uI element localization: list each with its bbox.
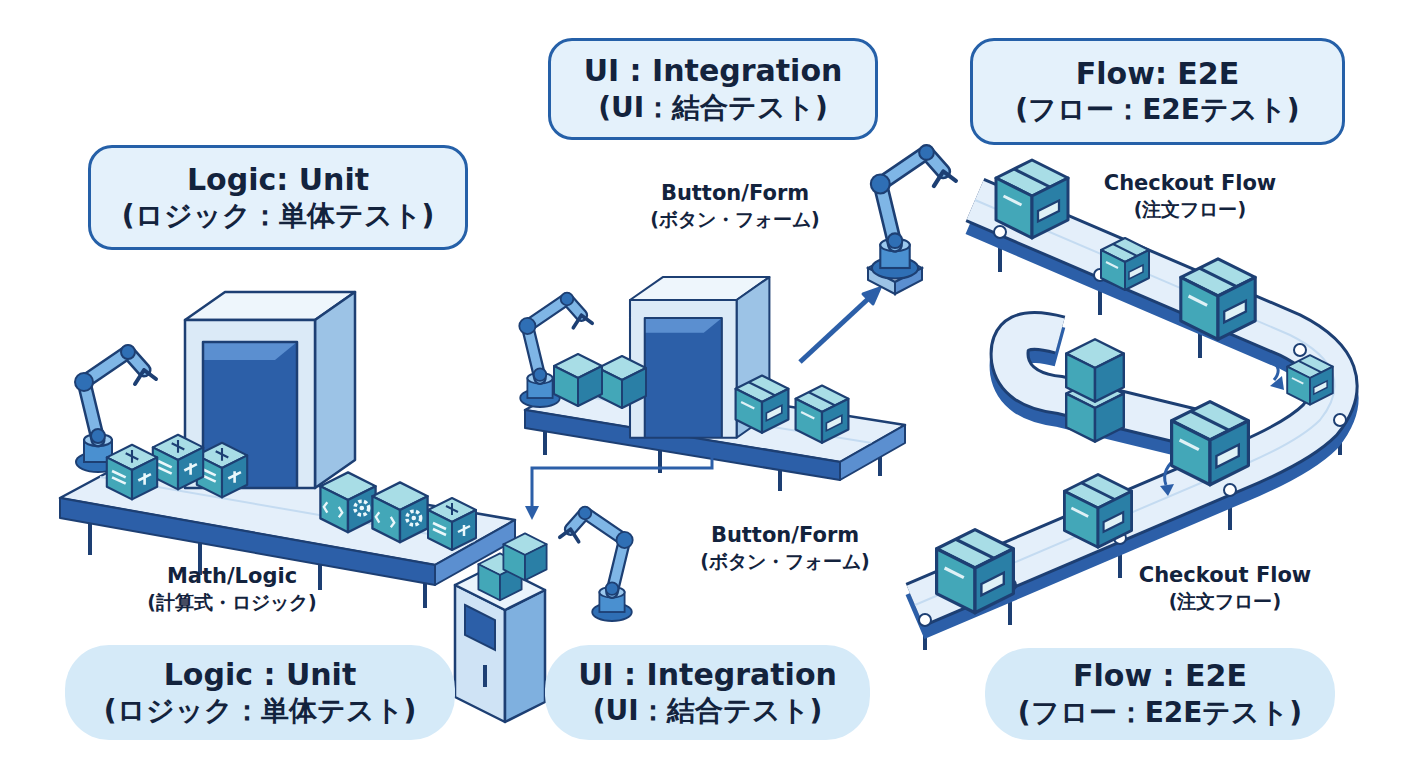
test-level-box: UI : Integration(UI：結合テスト) [545,645,870,740]
station-label: (計算式・ロジック) [82,590,382,614]
flow-arrow [800,288,880,362]
station-label: Button/Form [635,522,935,548]
math-cube [107,445,157,500]
box-subtitle: (フロー：E2Eテスト) [1018,695,1302,730]
form-box [736,376,789,433]
order-box [1287,355,1333,404]
box-subtitle: (UI：結合テスト) [598,90,828,125]
order-box [1066,339,1124,401]
station-label: (ボタン・フォーム) [635,549,935,573]
box-heading: Flow: E2E [1076,56,1239,93]
box-subtitle: (ロジック：単体テスト) [104,693,417,728]
test-level-box: Logic : Unit(ロジック：単体テスト) [65,645,455,740]
logic-cube [372,482,427,542]
station-label: Math/Logic [82,563,382,589]
station-label: Checkout Flow [1040,170,1340,196]
math-cube [197,443,247,498]
math-cube [153,435,203,490]
logic-cube [428,498,476,550]
robot-arm [871,145,956,278]
order-box [1181,259,1255,340]
box-subtitle: (フロー：E2Eテスト) [1015,92,1299,127]
robot-arm [560,507,633,621]
box-heading: Logic : Unit [164,657,357,694]
form-box [796,386,849,443]
station-label: (ボタン・フォーム) [585,207,885,231]
box-heading: Flow : E2E [1073,658,1247,695]
box-heading: UI : Integration [578,657,837,694]
order-box [1172,402,1249,485]
box-subtitle: (ロジック：単体テスト) [122,198,435,233]
branch-arrow [525,448,712,520]
order-box [996,160,1068,238]
test-level-box: Flow: E2E(フロー：E2Eテスト) [970,38,1345,145]
logic-cube [320,472,375,532]
test-level-box: UI : Integration(UI：結合テスト) [548,38,878,140]
box-heading: UI : Integration [584,53,843,90]
box-subtitle: (UI：結合テスト) [593,693,823,728]
station-label: Button/Form [585,180,885,206]
test-level-box: Flow : E2E(フロー：E2Eテスト) [985,648,1335,740]
station-label: Checkout Flow [1075,562,1375,588]
test-level-box: Logic: Unit(ロジック：単体テスト) [88,145,468,250]
order-box [1101,238,1149,290]
ui-cube [503,533,546,580]
order-box [937,530,1014,613]
ui-cube [598,356,646,408]
box-heading: Logic: Unit [187,162,369,199]
station-label: (注文フロー) [1040,197,1340,221]
order-box [1064,474,1131,547]
station-label: (注文フロー) [1075,589,1375,613]
ui-cube [554,354,602,406]
